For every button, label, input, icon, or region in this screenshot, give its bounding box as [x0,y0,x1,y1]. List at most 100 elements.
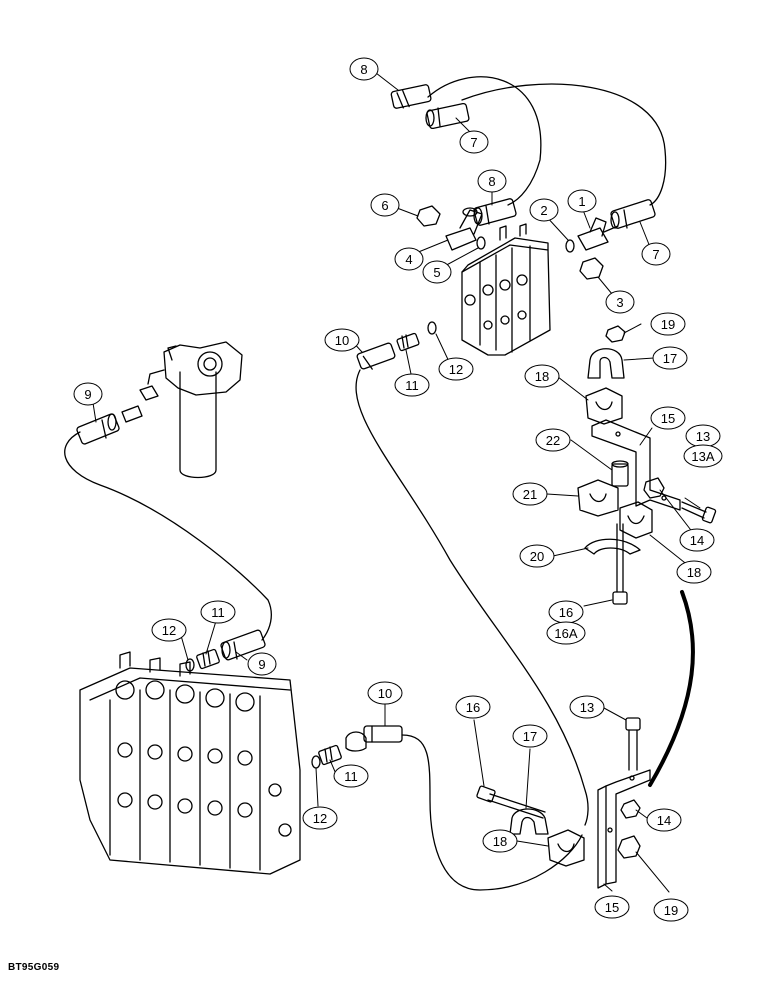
svg-text:18: 18 [687,565,701,580]
svg-text:15: 15 [605,900,619,915]
clamp-half-18-lower [547,829,585,867]
hose-end-7-right [610,199,656,229]
adapter-filter [121,405,143,423]
strap-17-lower [509,808,549,835]
hose-end-8-mid [473,198,517,226]
spacer-22 [611,460,629,487]
hose-end-9-lower [220,629,266,661]
bolt-16-lower [476,785,546,819]
callout-7-right: 7 [641,242,671,266]
svg-text:18: 18 [493,834,507,849]
callout-12-upper: 12 [438,357,474,381]
callout-17-lower: 17 [512,724,548,748]
clamp-half-18-upper [585,387,623,425]
o-ring-2 [565,239,575,253]
return-filter [139,341,243,479]
svg-text:13: 13 [580,700,594,715]
svg-text:10: 10 [335,333,349,348]
svg-text:5: 5 [433,265,440,280]
svg-text:13: 13 [696,429,710,444]
svg-text:14: 14 [690,533,704,548]
loader-control-valve-small [461,223,551,356]
svg-text:17: 17 [523,729,537,744]
nut-14-lower [620,799,641,819]
adapter-11-upper [396,332,420,352]
callout-13A: 13A [683,444,723,468]
tee-fitting-1 [577,217,619,251]
nut-6 [416,205,441,227]
svg-text:12: 12 [313,811,327,826]
nut-19-upper [605,325,626,343]
callout-19-lower: 19 [653,898,689,922]
clamp-half-21 [577,479,619,517]
svg-text:2: 2 [540,203,547,218]
callout-20: 20 [519,544,555,568]
callout-7-top: 7 [459,130,489,154]
nut-19-lower [617,835,641,859]
bolt-13-upper [681,501,717,524]
callout-11-mid: 11 [200,600,236,624]
svg-text:17: 17 [663,351,677,366]
callout-14-lower: 14 [646,808,682,832]
tee-fitting-4 [445,207,483,251]
bolt-13-lower [625,717,641,771]
backhoe-control-valve [79,651,301,875]
callout-12-mid: 12 [151,618,187,642]
hose-long-diagonal [355,369,589,826]
bolt-16-upper [612,523,628,605]
svg-text:19: 19 [664,903,678,918]
hose-end-8-top [390,84,432,109]
callout-15-lower: 15 [594,895,630,919]
svg-text:14: 14 [657,813,671,828]
svg-text:15: 15 [661,411,675,426]
svg-text:1: 1 [578,194,585,209]
o-ring-12-upper [427,321,437,335]
callout-5: 5 [422,260,452,284]
callout-17-upper: 17 [652,346,688,370]
svg-text:10: 10 [378,686,392,701]
svg-text:13A: 13A [691,449,714,464]
callout-4: 4 [394,247,424,271]
svg-text:8: 8 [488,174,495,189]
svg-text:7: 7 [470,135,477,150]
bracket-15-lower [597,769,651,889]
svg-text:12: 12 [449,362,463,377]
svg-text:11: 11 [211,605,225,620]
o-ring-5 [476,236,486,250]
svg-text:16A: 16A [554,626,577,641]
callout-6: 6 [370,193,400,217]
svg-text:3: 3 [616,295,623,310]
svg-text:20: 20 [530,549,544,564]
hose-end-7-top [425,102,470,130]
assembly-arrow [648,590,695,787]
callout-8-mid: 8 [477,169,507,193]
callout-9-lower: 9 [247,652,277,676]
strap-17-upper [587,348,625,379]
strap-20 [584,538,641,555]
svg-text:22: 22 [546,433,560,448]
hose-end-10-lower [345,725,403,752]
svg-text:11: 11 [405,378,419,393]
adapter-11-mid [196,648,220,670]
callout-1: 1 [567,189,597,213]
hose-upper-loop [427,76,542,206]
callout-3: 3 [605,290,635,314]
callout-12-lower: 12 [302,806,338,830]
callout-8-top: 8 [349,57,379,81]
svg-text:4: 4 [405,252,412,267]
callout-15-upper: 15 [650,406,686,430]
svg-text:19: 19 [661,317,675,332]
adapter-11-lower [318,744,342,766]
callout-18-mid: 18 [676,560,712,584]
hose-end-9-upper [76,413,120,445]
svg-text:21: 21 [523,487,537,502]
figure-code: BT95G059 [8,962,60,973]
hose-upper-right [461,83,667,206]
svg-text:16: 16 [559,605,573,620]
callout-22: 22 [535,428,571,452]
callout-10-lower: 10 [367,681,403,705]
leader-lines [92,72,701,893]
callout-13-lower: 13 [569,695,605,719]
